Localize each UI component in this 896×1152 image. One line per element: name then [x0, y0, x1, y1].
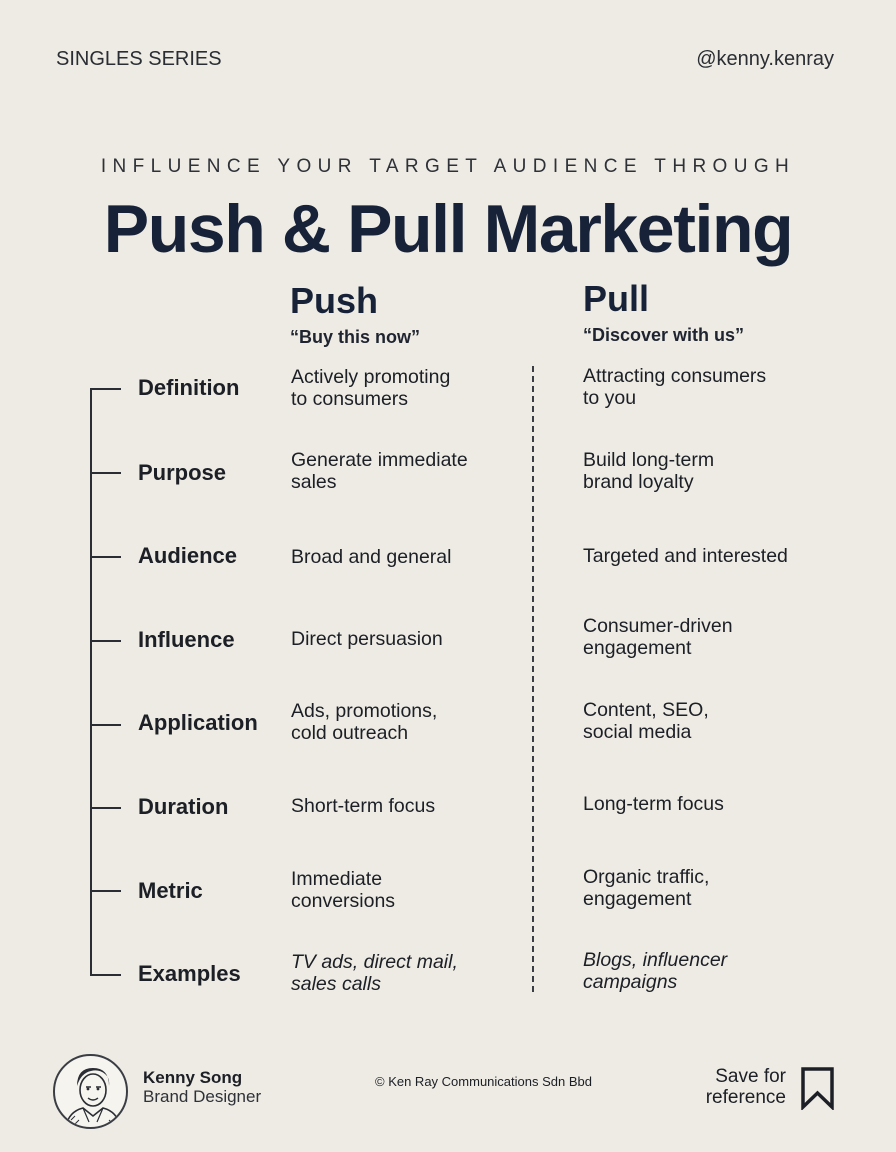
series-label: SINGLES SERIES: [56, 48, 222, 70]
bracket-tick: [90, 890, 121, 892]
pull-column-header: Pull “Discover with us”: [583, 279, 744, 346]
pull-cell: Content, SEO, social media: [583, 699, 709, 743]
row-label: Definition: [138, 375, 240, 400]
page-title: Push & Pull Marketing: [103, 191, 794, 267]
row-label: Audience: [138, 543, 238, 568]
pull-cell: Build long-term brand loyalty: [583, 449, 715, 493]
row-label: Metric: [138, 878, 203, 903]
bracket-tick: [90, 640, 121, 642]
push-column-tagline: “Buy this now”: [290, 327, 420, 347]
push-cell: Immediate conversions: [291, 868, 396, 912]
pull-cell: Long-term focus: [583, 793, 724, 815]
author-handle[interactable]: @kenny.kenray: [696, 48, 834, 70]
bracket-tick: [90, 556, 121, 558]
kicker-text: INFLUENCE YOUR TARGET AUDIENCE THROUGH: [100, 156, 796, 177]
row-bracket-line: [90, 388, 92, 976]
pull-cell: Attracting consumers to you: [583, 365, 767, 409]
pull-cell: Consumer-driven engagement: [583, 615, 733, 659]
row-label: Examples: [138, 961, 241, 986]
push-cell: Actively promoting to consumers: [291, 366, 451, 410]
push-cell: Broad and general: [291, 546, 452, 568]
avatar: [53, 1054, 128, 1129]
row-label: Purpose: [138, 460, 227, 485]
push-cell: Generate immediate sales: [291, 449, 468, 493]
push-cell: Direct persuasion: [291, 628, 443, 650]
pull-cell: Blogs, influencer campaigns: [583, 949, 728, 993]
bracket-tick: [90, 974, 121, 976]
bracket-tick: [90, 724, 121, 726]
push-column-header: Push “Buy this now”: [290, 281, 420, 348]
save-for-reference-text[interactable]: Save for reference: [705, 1066, 786, 1108]
pull-column-tagline: “Discover with us”: [583, 325, 745, 345]
push-cell: Short-term focus: [291, 795, 436, 817]
row-label: Application: [138, 710, 258, 735]
bracket-tick: [90, 472, 121, 474]
pull-cell: Organic traffic, engagement: [583, 866, 710, 910]
bookmark-icon[interactable]: [800, 1067, 835, 1110]
pull-cell: Targeted and interested: [583, 545, 788, 567]
column-divider: [532, 366, 534, 992]
portrait-sketch-icon: [64, 1068, 122, 1127]
push-column-name: Push: [290, 280, 379, 321]
author-role: Brand Designer: [143, 1087, 262, 1106]
push-cell: TV ads, direct mail, sales calls: [291, 951, 458, 995]
row-label: Influence: [138, 627, 235, 652]
bracket-tick: [90, 388, 121, 390]
author-name: Kenny Song: [143, 1068, 243, 1087]
push-cell: Ads, promotions, cold outreach: [291, 700, 438, 744]
bracket-tick: [90, 807, 121, 809]
pull-column-name: Pull: [583, 278, 650, 319]
copyright-notice: © Ken Ray Communications Sdn Bbd: [375, 1074, 592, 1089]
row-label: Duration: [138, 794, 229, 819]
